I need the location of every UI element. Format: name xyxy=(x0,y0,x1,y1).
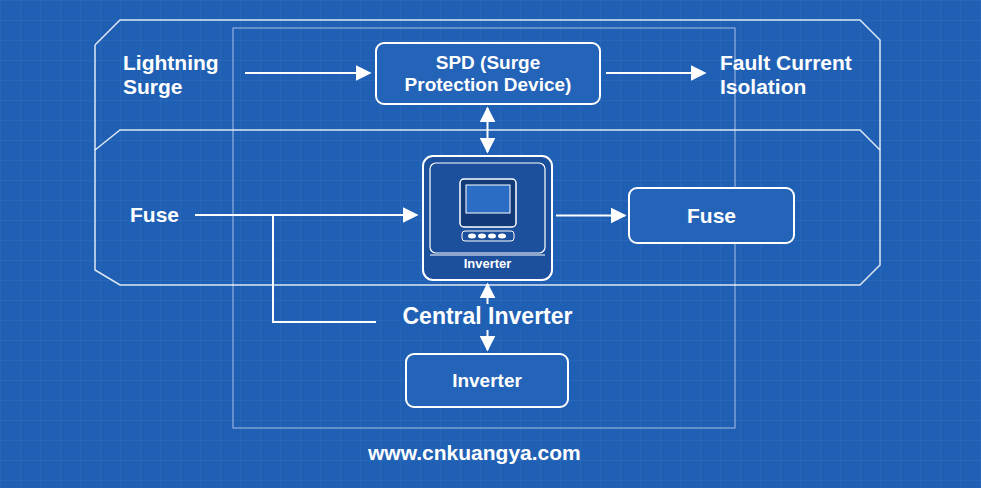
fuse-box: Fuse xyxy=(628,187,795,244)
connector xyxy=(556,215,625,217)
device-button xyxy=(478,234,486,239)
device-button xyxy=(468,234,476,239)
device-divider xyxy=(430,254,545,255)
inverter-box: Inverter xyxy=(405,353,569,408)
fuse-label: Fuse xyxy=(130,203,179,227)
node-text: Inverter xyxy=(464,257,512,272)
result-label: Fault Current Isolation xyxy=(720,51,890,98)
device-screen xyxy=(460,179,516,227)
surge-arrow xyxy=(245,72,370,74)
branch-wire xyxy=(273,215,376,322)
node-text: SPD (Surge Protection Device) xyxy=(388,52,588,95)
node-text: Fuse xyxy=(687,204,736,228)
edge-label: Central Inverter xyxy=(399,304,575,330)
device-button xyxy=(488,234,496,239)
node-text: Inverter xyxy=(452,370,522,391)
device-button xyxy=(498,234,506,239)
protection-box: SPD (Surge Protection Device) xyxy=(375,42,601,105)
inverter-device: Inverter xyxy=(422,155,553,281)
device-display xyxy=(466,185,510,213)
device-body xyxy=(423,156,552,280)
button-panel xyxy=(462,231,514,241)
source-label: Lightning Surge xyxy=(123,51,233,98)
isolation-arrow xyxy=(606,72,705,74)
lower-region-outline xyxy=(95,130,880,285)
device-face xyxy=(430,163,545,253)
connector xyxy=(487,108,489,152)
fuse-input-arrow xyxy=(195,214,417,216)
watermark: www.cnkuangya.com xyxy=(368,441,581,465)
